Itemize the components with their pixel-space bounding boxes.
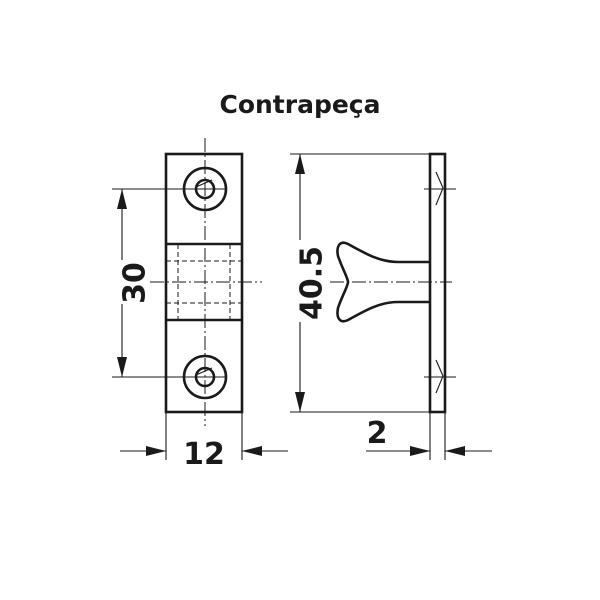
front-view-outline xyxy=(164,152,244,414)
side-view-countersink-bottom xyxy=(424,359,456,394)
side-view-plate xyxy=(428,152,447,414)
dimension-width: 12 xyxy=(120,412,288,472)
front-view-hidden-lines xyxy=(166,244,242,320)
side-view-countersink-top xyxy=(424,171,456,206)
dimension-width-label: 12 xyxy=(183,437,225,472)
dimension-hole-spacing-label: 30 xyxy=(118,262,153,304)
dimension-height: 40.5 xyxy=(285,153,430,413)
dimension-thickness-label: 2 xyxy=(367,416,388,451)
front-view-center-lines xyxy=(150,138,262,426)
drawing-title: Contrapeça xyxy=(219,90,380,119)
dimension-height-label: 40.5 xyxy=(295,246,330,320)
dimension-thickness: 2 xyxy=(366,412,492,460)
side-view xyxy=(330,152,456,414)
front-view xyxy=(150,138,262,426)
dimension-hole-spacing: 30 xyxy=(106,188,225,378)
